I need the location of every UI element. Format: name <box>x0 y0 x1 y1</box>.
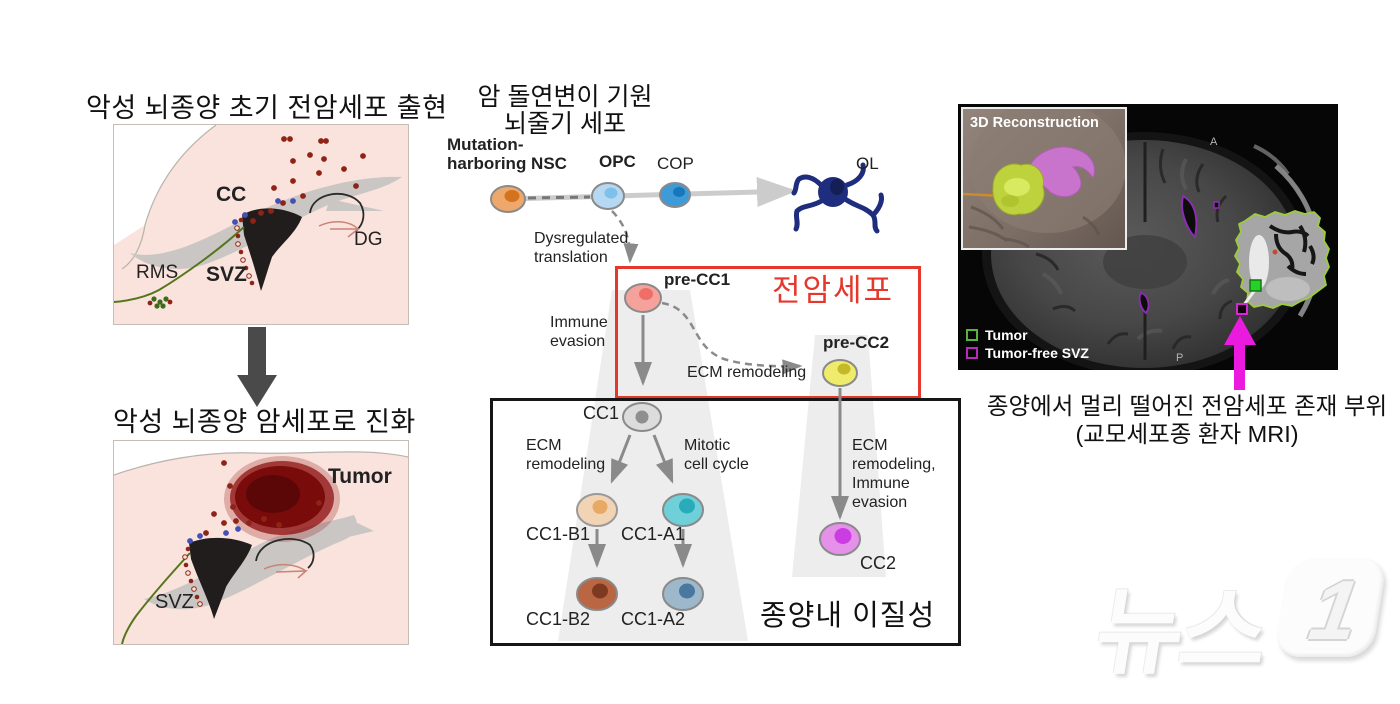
cell-ol <box>791 162 884 234</box>
label-dg: DG <box>354 229 383 250</box>
label-pre-cc1: pre-CC1 <box>664 270 731 289</box>
label-cc1-b2: CC1-B2 <box>526 609 591 629</box>
progression-down-arrow <box>237 327 277 407</box>
label-mitotic-line2: cell cycle <box>684 456 749 473</box>
brain-diagram-tumor <box>113 440 409 645</box>
cell-cc1-a1 <box>662 493 704 527</box>
label-dysregulated-line2: translation <box>534 249 608 266</box>
brain-early-illustration <box>114 125 408 324</box>
tumor-dots-red <box>203 460 322 536</box>
cell-pre-cc2 <box>822 359 858 387</box>
label-heterogeneity: 종양내 이질성 <box>760 600 936 632</box>
svz-marker-square <box>1236 303 1248 315</box>
label-ol: OL <box>856 154 879 173</box>
label-opc: OPC <box>599 152 636 171</box>
label-immune-line1: Immune <box>550 314 608 331</box>
mri-legend: Tumor Tumor-free SVZ <box>966 326 1089 362</box>
orientation-anterior: A <box>1210 136 1218 148</box>
svz-legend-swatch <box>966 347 978 359</box>
inset-title: 3D Reconstruction <box>970 115 1099 131</box>
label-ecm-line1: ECM <box>526 437 562 454</box>
legend-row-svz: Tumor-free SVZ <box>966 344 1089 362</box>
label-cc1-b1: CC1-B1 <box>526 524 591 544</box>
watermark-one: 1 <box>1303 563 1366 657</box>
middle-title-line1: 암 돌연변이 기원 <box>477 83 653 111</box>
3d-head-render <box>963 109 1125 248</box>
label-immune-line2: evasion <box>550 333 606 350</box>
label-rms: RMS <box>136 262 179 283</box>
heterogeneity-box <box>490 398 961 646</box>
precancer-dots-blue <box>232 198 296 225</box>
label-tumor: Tumor <box>328 465 392 488</box>
label-cc1-a2: CC1-A2 <box>621 609 686 629</box>
svz-pointer-arrow <box>1224 316 1256 390</box>
label-pre-cc2: pre-CC2 <box>823 333 890 352</box>
label-ecm-immune-line2: remodeling, <box>852 456 936 473</box>
label-ecm-remodeling-top: ECM remodeling <box>687 364 807 381</box>
cell-pre-cc1 <box>624 283 662 313</box>
tumor-mass <box>224 456 340 542</box>
label-nsc-line1: Mutation- <box>447 135 524 154</box>
tumor-region <box>1234 210 1330 309</box>
label-nsc-line2: harboring NSC <box>447 154 567 173</box>
label-precancer-cells: 전암세포 <box>772 273 895 308</box>
label-cc2: CC2 <box>860 553 897 573</box>
precancer-dots-red <box>250 136 366 224</box>
rms-cell-cluster <box>151 296 169 309</box>
cell-cop <box>659 182 691 208</box>
cell-cc2 <box>819 522 861 556</box>
watermark-one-badge: 1 <box>1273 558 1388 657</box>
tumor-legend-label: Tumor <box>985 327 1028 343</box>
svz-3d-blob <box>1028 146 1095 198</box>
cell-cc1 <box>622 402 662 432</box>
mri-panel: 3D Reconstruction Tumor Tumor-free SVZ A… <box>958 104 1338 370</box>
label-ecm-line2: remodeling <box>526 456 606 473</box>
lineage-diagram <box>490 162 884 611</box>
svz-edge-dots-2 <box>182 546 203 607</box>
label-svz-early: SVZ <box>206 263 247 286</box>
caption-line1: 종양에서 멀리 떨어진 전암세포 존재 부위 <box>986 393 1388 419</box>
caption-line2: (교모세포종 환자 MRI) <box>1075 421 1299 447</box>
middle-title-line2: 뇌줄기 세포 <box>504 110 626 138</box>
label-cc1: CC1 <box>583 403 620 423</box>
cell-cc1-b1 <box>576 493 618 527</box>
label-ecm-immune-line1: ECM <box>852 437 888 454</box>
label-cop: COP <box>657 154 694 173</box>
cell-cc1-b2 <box>576 577 618 611</box>
cell-cc1-a2 <box>662 577 704 611</box>
orientation-posterior: P <box>1176 352 1184 364</box>
3d-reconstruction-inset: 3D Reconstruction <box>961 107 1127 250</box>
label-cc: CC <box>216 183 247 206</box>
brain-diagram-early <box>113 124 409 325</box>
legend-row-tumor: Tumor <box>966 326 1089 344</box>
left-bottom-title: 악성 뇌종양 암세포로 진화 <box>113 407 416 437</box>
label-mitotic-line1: Mitotic <box>684 437 731 454</box>
label-dysregulated-line1: Dysregulated <box>534 230 629 247</box>
label-cc1-a1: CC1-A1 <box>621 524 686 544</box>
cell-nsc <box>490 185 526 213</box>
tumor-dots-blue <box>187 526 241 544</box>
label-ecm-immune-line3: Immune <box>852 475 910 492</box>
label-ecm-immune-line4: evasion <box>852 494 908 511</box>
news1-watermark: 뉴스 1 <box>1087 556 1388 693</box>
svz-edge-dots <box>234 217 255 286</box>
left-top-title: 악성 뇌종양 초기 전암세포 출현 <box>86 93 448 123</box>
precancer-highlight-box <box>615 266 921 399</box>
tumor-legend-swatch <box>966 329 978 341</box>
watermark-text: 뉴스 <box>1088 580 1272 686</box>
label-svz-tumor: SVZ <box>155 591 194 613</box>
svz-legend-label: Tumor-free SVZ <box>985 345 1089 361</box>
tumor-marker-square <box>1249 279 1262 292</box>
brain-tumor-illustration <box>114 441 408 644</box>
mri-caption: 종양에서 멀리 떨어진 전암세포 존재 부위 (교모세포종 환자 MRI) <box>978 392 1396 448</box>
cell-opc <box>591 182 625 210</box>
